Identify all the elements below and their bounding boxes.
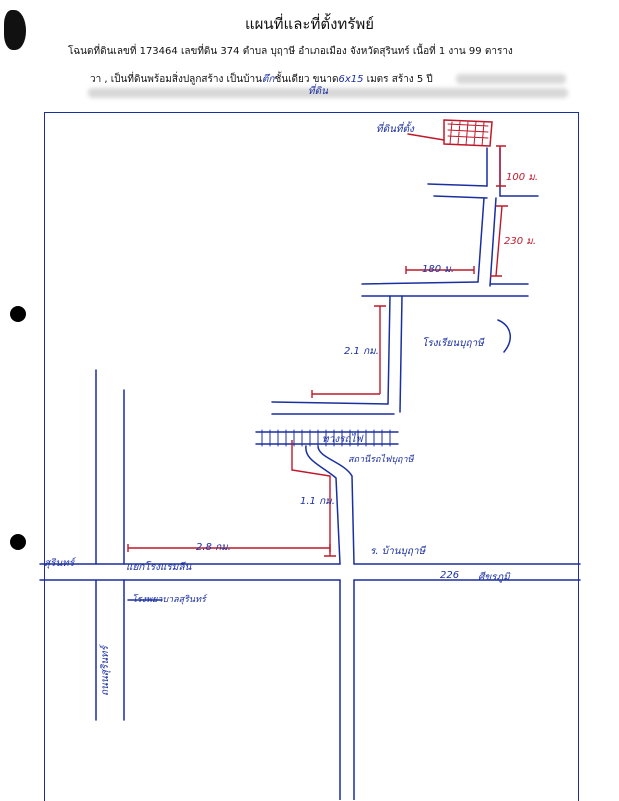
road-west [95, 369, 125, 721]
lane-230m [477, 197, 497, 287]
document-title: แผนที่และที่ตั้งทรัพย์ [244, 15, 375, 33]
dim-2-1km [311, 305, 386, 398]
railway-label: ทางรถไฟ [322, 434, 363, 445]
destination-right: ศีขรภูมิ [478, 572, 510, 583]
redacted-text [456, 74, 566, 84]
description-prefix: วา , เป็นที่ดินพร้อมสิ่งปลูกสร้าง เป็นบ้… [90, 74, 262, 85]
description-middle: ชั้นเดียว ขนาด [274, 74, 339, 85]
destination-left: สุรินทร์ [44, 558, 75, 569]
punch-hole-bottom [10, 534, 26, 550]
label-curve [497, 319, 511, 353]
village-label: ร. บ้านบุฤาษี [370, 546, 426, 557]
property-label: ที่ดินที่ตั้ง [376, 124, 414, 135]
handwritten-size: 6x15 [338, 74, 364, 85]
punch-hole-top [10, 306, 26, 322]
map-frame [44, 112, 579, 801]
distance-1-1km: 1.1 กม. [300, 496, 335, 507]
distance-230m: 230 ม. [504, 236, 537, 247]
school-label: โรงเรียนบุฤาษี [422, 338, 484, 349]
road-jog [271, 401, 395, 415]
handwritten-land-note: ที่ดิน [308, 86, 328, 97]
description-suffix: เมตร สร้าง 5 ปี [363, 74, 433, 85]
distance-2-8km: 2.8 กม. [196, 542, 231, 553]
property-description-line: วา , เป็นที่ดินพร้อมสิ่งปลูกสร้าง เป็นบ้… [90, 72, 433, 87]
highway-226 [39, 563, 581, 581]
deed-details-line: โฉนดที่ดินเลขที่ 173464 เลขที่ดิน 374 ตำ… [68, 46, 513, 57]
road-226-label: 226 [440, 570, 460, 581]
road-south [339, 579, 355, 800]
redacted-line [88, 88, 568, 98]
dim-1-1km [291, 440, 336, 557]
lane-turn [427, 183, 539, 199]
dim-180m [405, 266, 475, 274]
road-station [305, 445, 355, 565]
dim-2-8km [127, 544, 331, 552]
intersection-label: แยกโรงแรมลีน [126, 562, 192, 573]
hospital-label: โรงพยาบาลสุรินทร์ [132, 595, 206, 605]
ink-blot [4, 10, 26, 50]
distance-2-1km: 2.1 กม. [344, 346, 379, 357]
distance-180m: 180 ม. [422, 264, 455, 275]
road-north-label: ถนนสุรินทร์ [100, 646, 111, 696]
property-pointer [407, 133, 445, 141]
dim-100m [496, 145, 506, 187]
railway-ties [261, 429, 391, 447]
lane-top [486, 147, 501, 197]
property-lot [443, 119, 493, 147]
road-to-railway [387, 295, 403, 413]
distance-100m: 100 ม. [506, 172, 539, 183]
side-road [361, 281, 529, 297]
dim-230m [490, 205, 508, 277]
station-label: สถานีรถไฟบุฤาษี [348, 455, 414, 465]
handwritten-building-type: ตึก [261, 74, 275, 85]
property-hatching [447, 121, 489, 147]
